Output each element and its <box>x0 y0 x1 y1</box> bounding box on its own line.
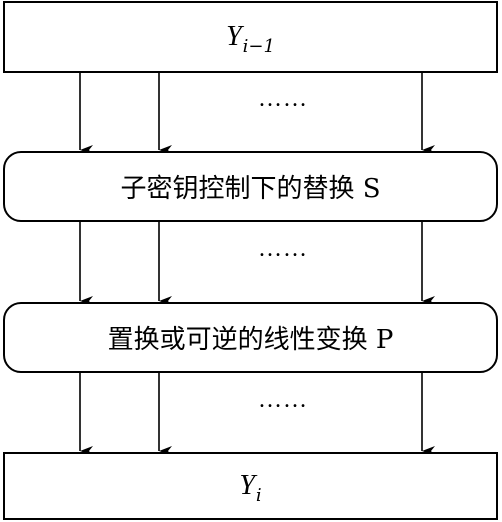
permutation-block: 置换或可逆的线性变换 P <box>3 302 498 373</box>
substitution-block: 子密钥控制下的替换 S <box>3 151 498 222</box>
substitution-label: 子密钥控制下的替换 S <box>120 174 381 204</box>
ellipsis-1: …… <box>258 86 308 112</box>
input-variable: Y <box>226 21 242 52</box>
output-variable: Y <box>239 470 255 501</box>
output-subscript: i <box>255 484 262 506</box>
input-subscript: i−1 <box>242 35 275 57</box>
ellipsis-2: …… <box>258 236 308 262</box>
ellipsis-3: …… <box>258 387 308 413</box>
permutation-label: 置换或可逆的线性变换 P <box>107 325 394 355</box>
